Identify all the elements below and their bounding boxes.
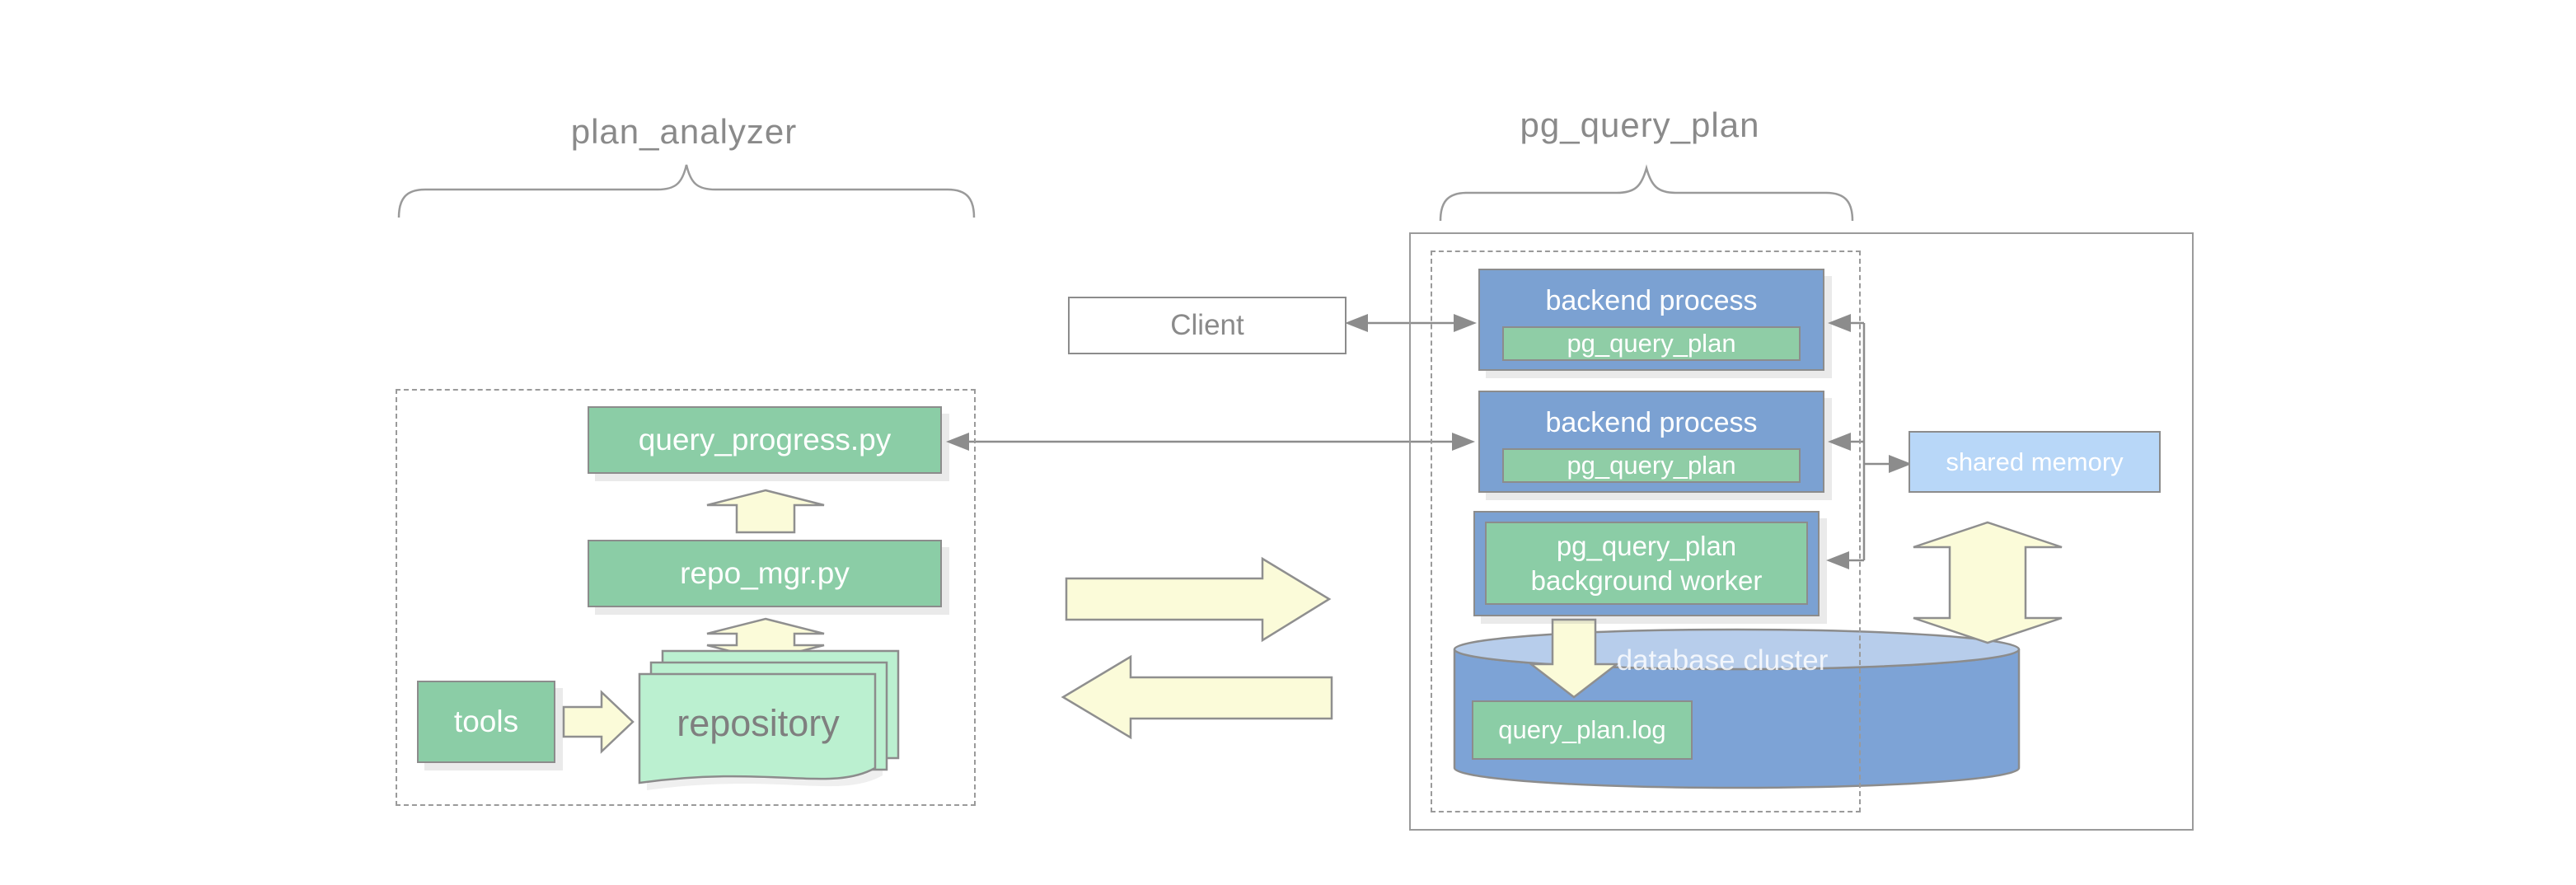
query-plan-log-box: query_plan.log	[1472, 700, 1693, 760]
plan-analyzer-group-box	[396, 389, 976, 806]
pg-query-plan-group-box	[1431, 251, 1861, 812]
worker-db-down-arrow	[1528, 618, 1620, 699]
tools-box: tools	[417, 681, 555, 763]
big-left-block-arrow	[1061, 654, 1333, 740]
pg-query-plan-brace	[1439, 164, 1854, 222]
up-block-arrow	[706, 489, 825, 534]
tools-repository-arrow	[562, 690, 635, 754]
shared-memory-label: shared memory	[1946, 447, 2124, 476]
backend-process-box-2: backend process pg_query_plan	[1478, 391, 1824, 493]
shared-memory-bus-connector	[1826, 314, 1912, 569]
shared-memory-box: shared memory	[1909, 431, 2161, 493]
repo-mgr-label: repo_mgr.py	[680, 556, 850, 590]
repository-pages	[638, 649, 900, 790]
repository-label: repository	[677, 702, 840, 744]
background-worker-line1: pg_query_plan	[1556, 530, 1737, 561]
repo-mgr-box: repo_mgr.py	[588, 540, 942, 607]
background-worker-line2: background worker	[1530, 564, 1763, 596]
client-label: Client	[1170, 309, 1244, 341]
postgres-server-box	[1409, 232, 2194, 831]
tools-label: tools	[453, 705, 519, 738]
client-box: Client	[1068, 297, 1347, 354]
big-right-block-arrow	[1065, 556, 1332, 643]
backend-process-box-1: backend process pg_query_plan	[1478, 269, 1824, 371]
sharedmem-db-updown-arrow	[1913, 521, 2063, 644]
background-worker-box: pg_query_plan background worker	[1473, 511, 1820, 616]
query-progress-label: query_progress.py	[638, 423, 892, 457]
backend-process-badge-label-2: pg_query_plan	[1567, 451, 1736, 480]
query-progress-box: query_progress.py	[588, 406, 942, 474]
query-plan-log-label: query_plan.log	[1498, 715, 1666, 744]
progress-backend2-connector	[946, 433, 1475, 451]
backend-process-badge-1: pg_query_plan	[1502, 326, 1801, 361]
backend-process-title-1: backend process	[1545, 285, 1758, 316]
plan-analyzer-title: plan_analyzer	[570, 112, 798, 151]
background-worker-inner-box: pg_query_plan background worker	[1485, 522, 1808, 605]
client-backend1-connector	[1345, 314, 1477, 332]
backend-process-title-2: backend process	[1545, 407, 1758, 438]
database-cluster-label: database cluster	[1616, 644, 1829, 677]
pg-query-plan-title: pg_query_plan	[1520, 105, 1760, 144]
plan-analyzer-brace	[397, 164, 976, 218]
backend-process-badge-2: pg_query_plan	[1502, 448, 1801, 483]
backend-process-badge-label-1: pg_query_plan	[1567, 329, 1736, 358]
